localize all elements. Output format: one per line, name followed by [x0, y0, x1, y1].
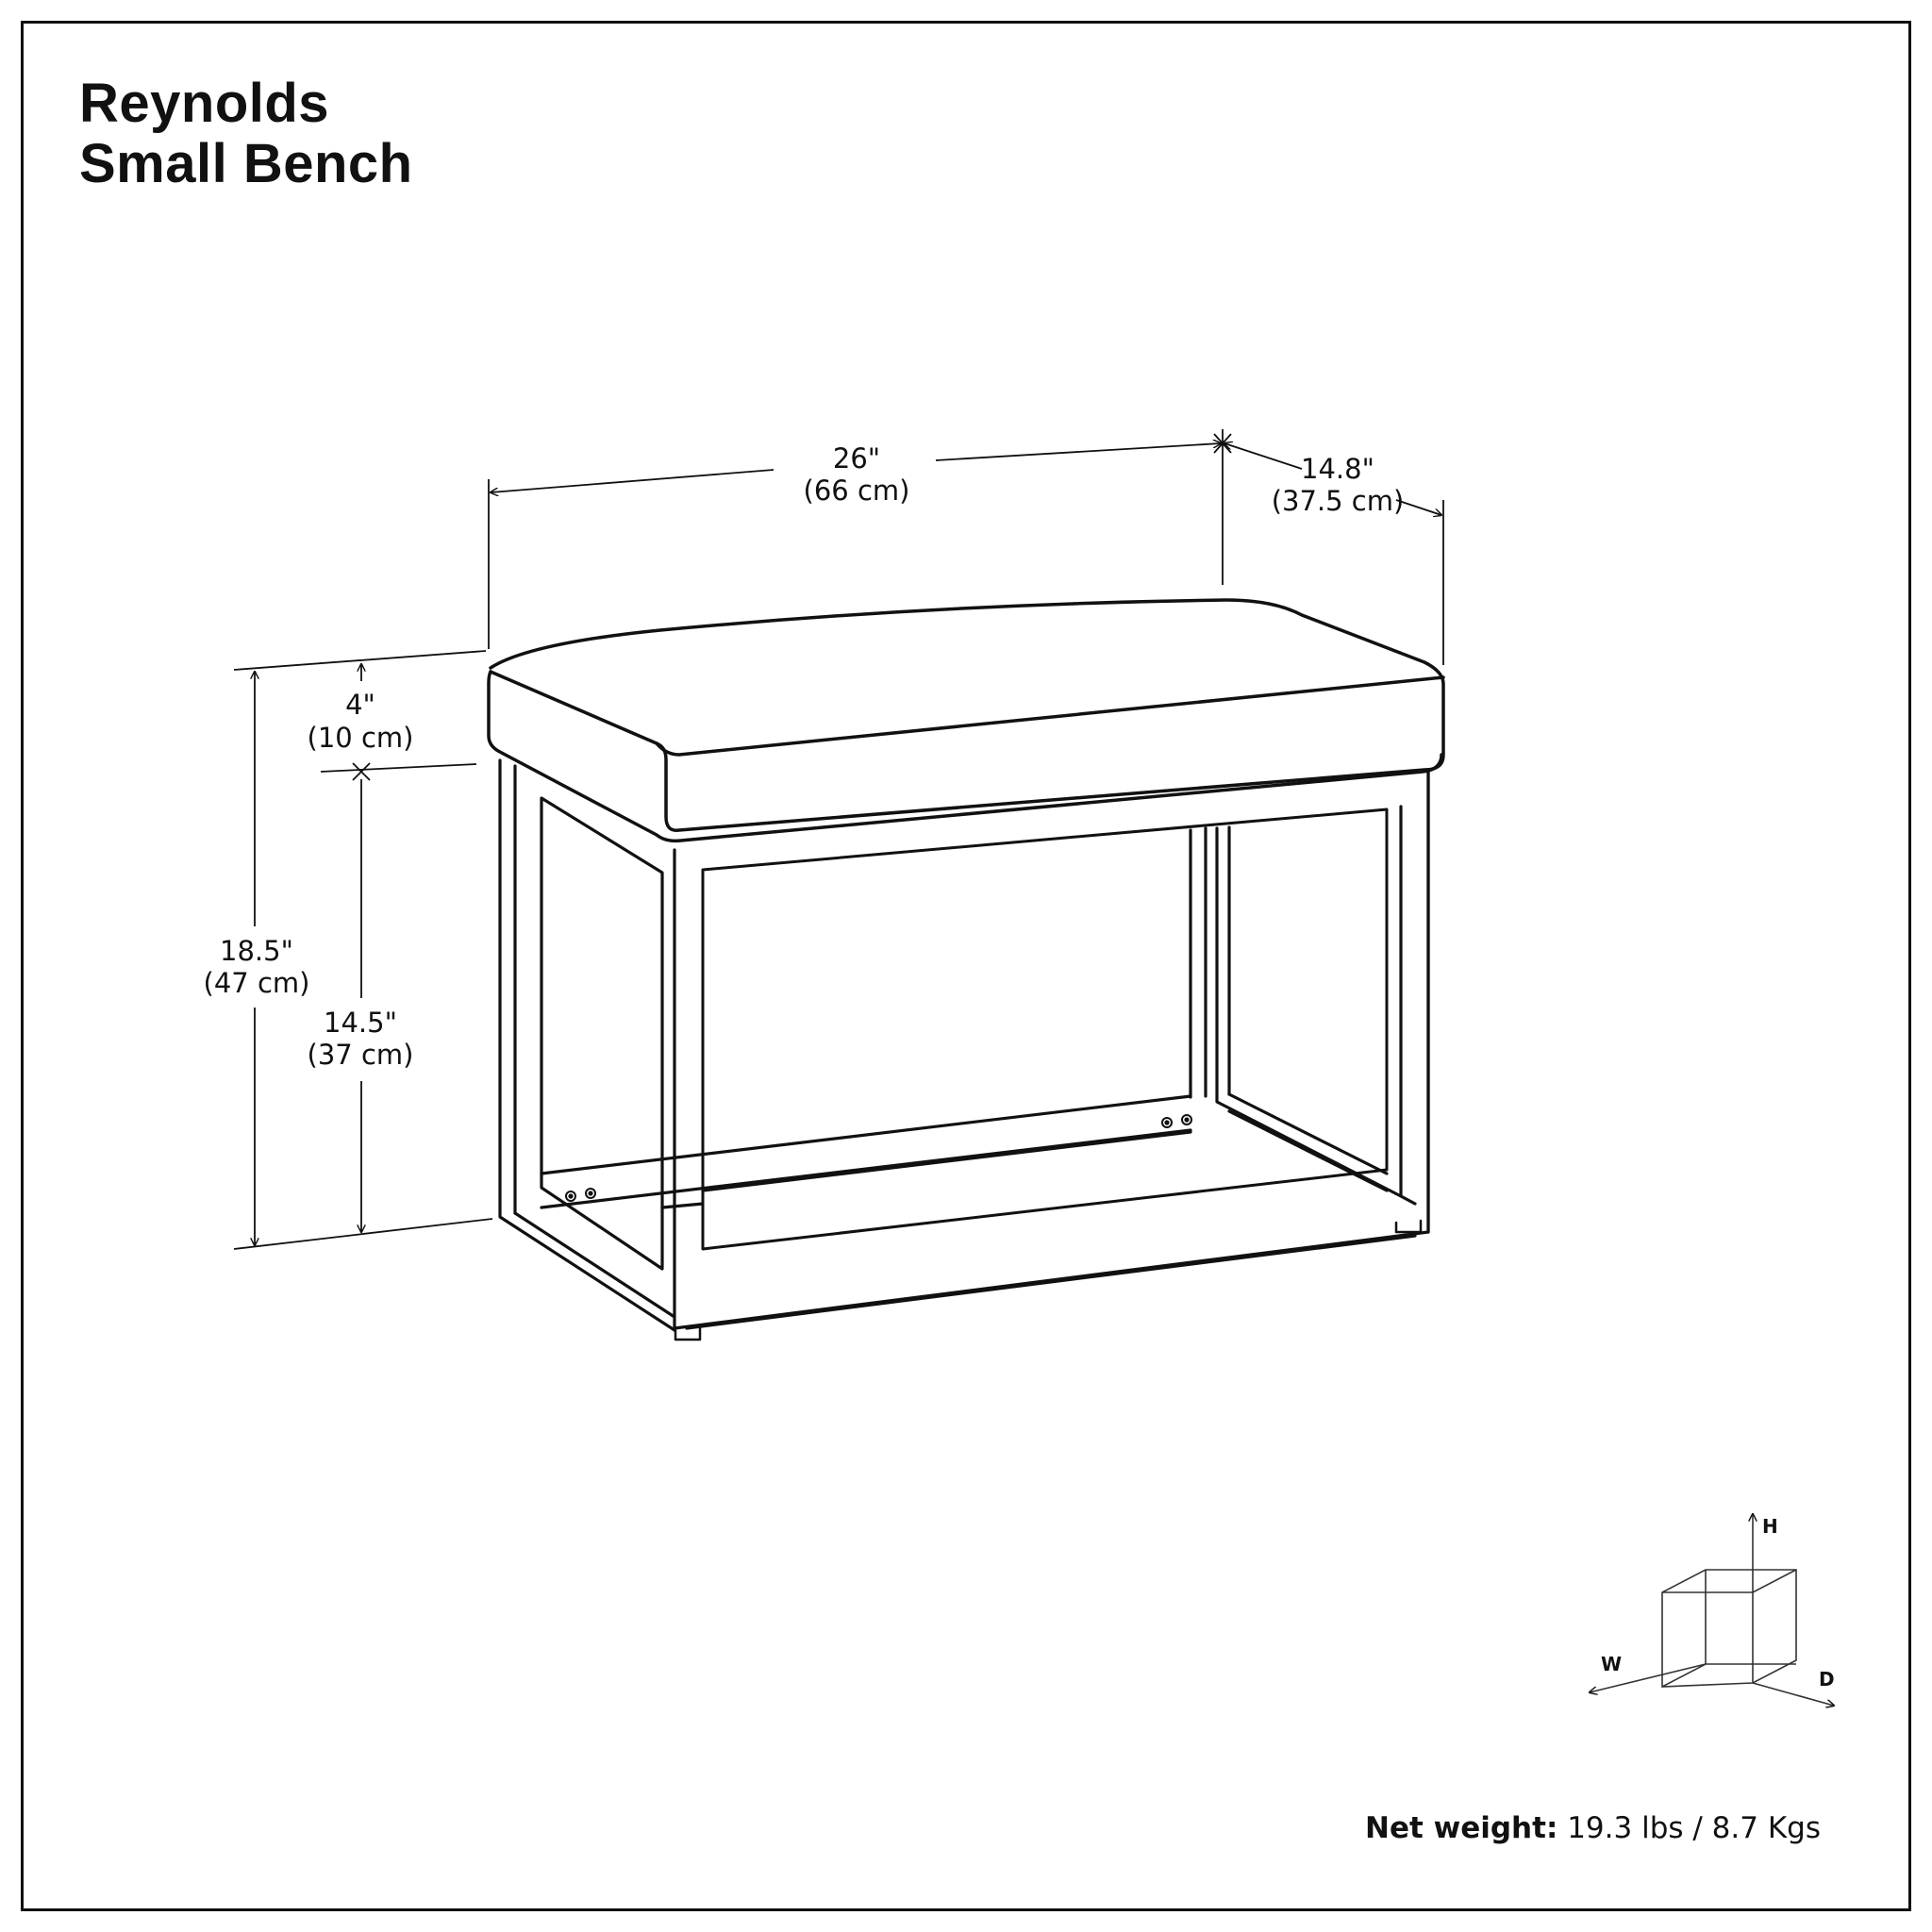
depth-imperial: 14.8" [1301, 453, 1374, 485]
dimension-labels: 26" (66 cm) 14.8" (37.5 cm) 4" (10 cm) 1… [204, 442, 1405, 1071]
axis-height-label: H [1762, 1515, 1778, 1538]
axes-legend: H W D [1590, 1514, 1835, 1706]
bench-frame [498, 758, 1430, 1341]
frame-bolts [565, 1114, 1192, 1202]
total-height-metric: (47 cm) [204, 967, 310, 999]
axis-depth-label: D [1819, 1668, 1835, 1690]
title-line-1: Reynolds [79, 73, 330, 134]
total-height-imperial: 18.5" [220, 935, 293, 967]
net-weight-value: 19.3 lbs / 8.7 Kgs [1557, 1811, 1821, 1845]
axes-cube-icon [1590, 1514, 1834, 1706]
axis-width-label: W [1601, 1653, 1622, 1675]
width-imperial: 26" [833, 442, 880, 475]
bench-illustration [487, 598, 1445, 1341]
net-weight: Net weight: 19.3 lbs / 8.7 Kgs [1365, 1811, 1821, 1845]
drawing-frame [21, 21, 1911, 1911]
title-line-2: Small Bench [79, 133, 413, 194]
dimension-lines [233, 429, 1444, 1250]
cushion-height-metric: (10 cm) [308, 722, 414, 754]
cushion-height-imperial: 4" [345, 689, 375, 721]
frame-height-metric: (37 cm) [308, 1039, 414, 1071]
frame-height-imperial: 14.5" [324, 1007, 397, 1039]
width-metric: (66 cm) [804, 475, 910, 507]
bench-cushion [487, 598, 1445, 843]
net-weight-label: Net weight: [1365, 1811, 1558, 1845]
product-title: Reynolds Small Bench [79, 74, 413, 194]
depth-metric: (37.5 cm) [1272, 485, 1405, 517]
